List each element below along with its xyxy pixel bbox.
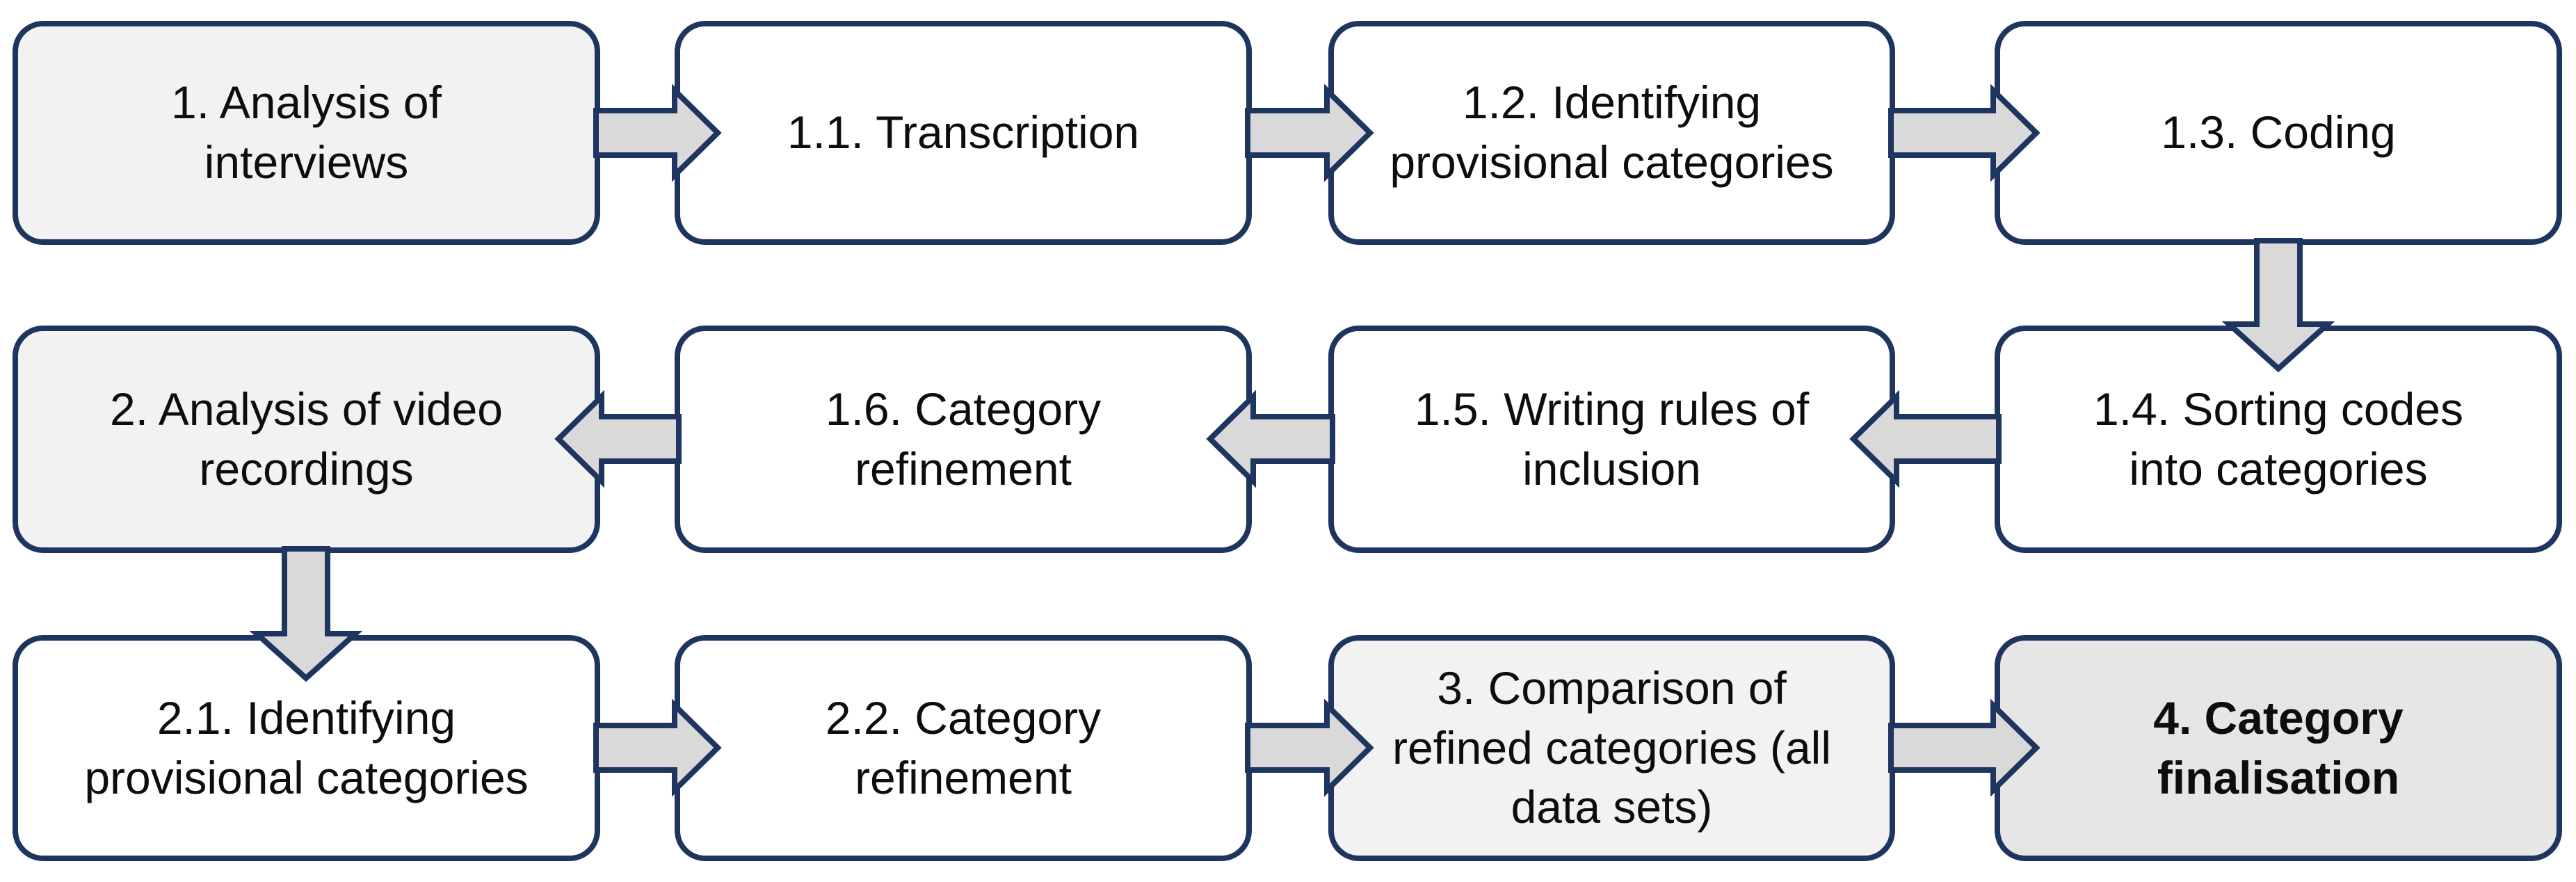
arrow-right-icon-2-2-to-3 (1245, 698, 1374, 797)
step-box-1-3: 1.3. Coding (1995, 21, 2562, 245)
arrow-right-icon-1-2-to-1-3 (1888, 83, 2040, 182)
arrow-right-icon-1-to-1-1 (593, 83, 722, 182)
arrow-left-icon-1-6-to-2 (554, 390, 682, 488)
arrow-right-icon-3-to-4 (1888, 698, 2040, 797)
step-box-1-2: 1.2. Identifying provisional categories (1328, 21, 1895, 245)
arrow-right-icon-1-1-to-1-2 (1245, 83, 1374, 182)
arrow-left-icon-1-5-to-1-6 (1206, 390, 1335, 488)
arrow-left-icon-1-4-to-1-5 (1849, 390, 2002, 488)
step-box-2: 2. Analysis of video recordings (13, 326, 600, 553)
step-box-3: 3. Comparison of refined categories (all… (1328, 635, 1895, 861)
step-box-1-1: 1.1. Transcription (675, 21, 1252, 245)
step-box-1-6: 1.6. Category refinement (675, 326, 1252, 553)
arrow-down-icon-1-3-to-1-4 (2221, 238, 2335, 373)
arrow-down-icon-2-to-2-1 (249, 546, 363, 682)
arrow-right-icon-2-1-to-2-2 (593, 698, 722, 797)
step-box-1: 1. Analysis of interviews (13, 21, 600, 245)
step-box-4: 4. Category finalisation (1995, 635, 2562, 861)
step-box-2-2: 2.2. Category refinement (675, 635, 1252, 861)
step-box-1-5: 1.5. Writing rules of inclusion (1328, 326, 1895, 553)
